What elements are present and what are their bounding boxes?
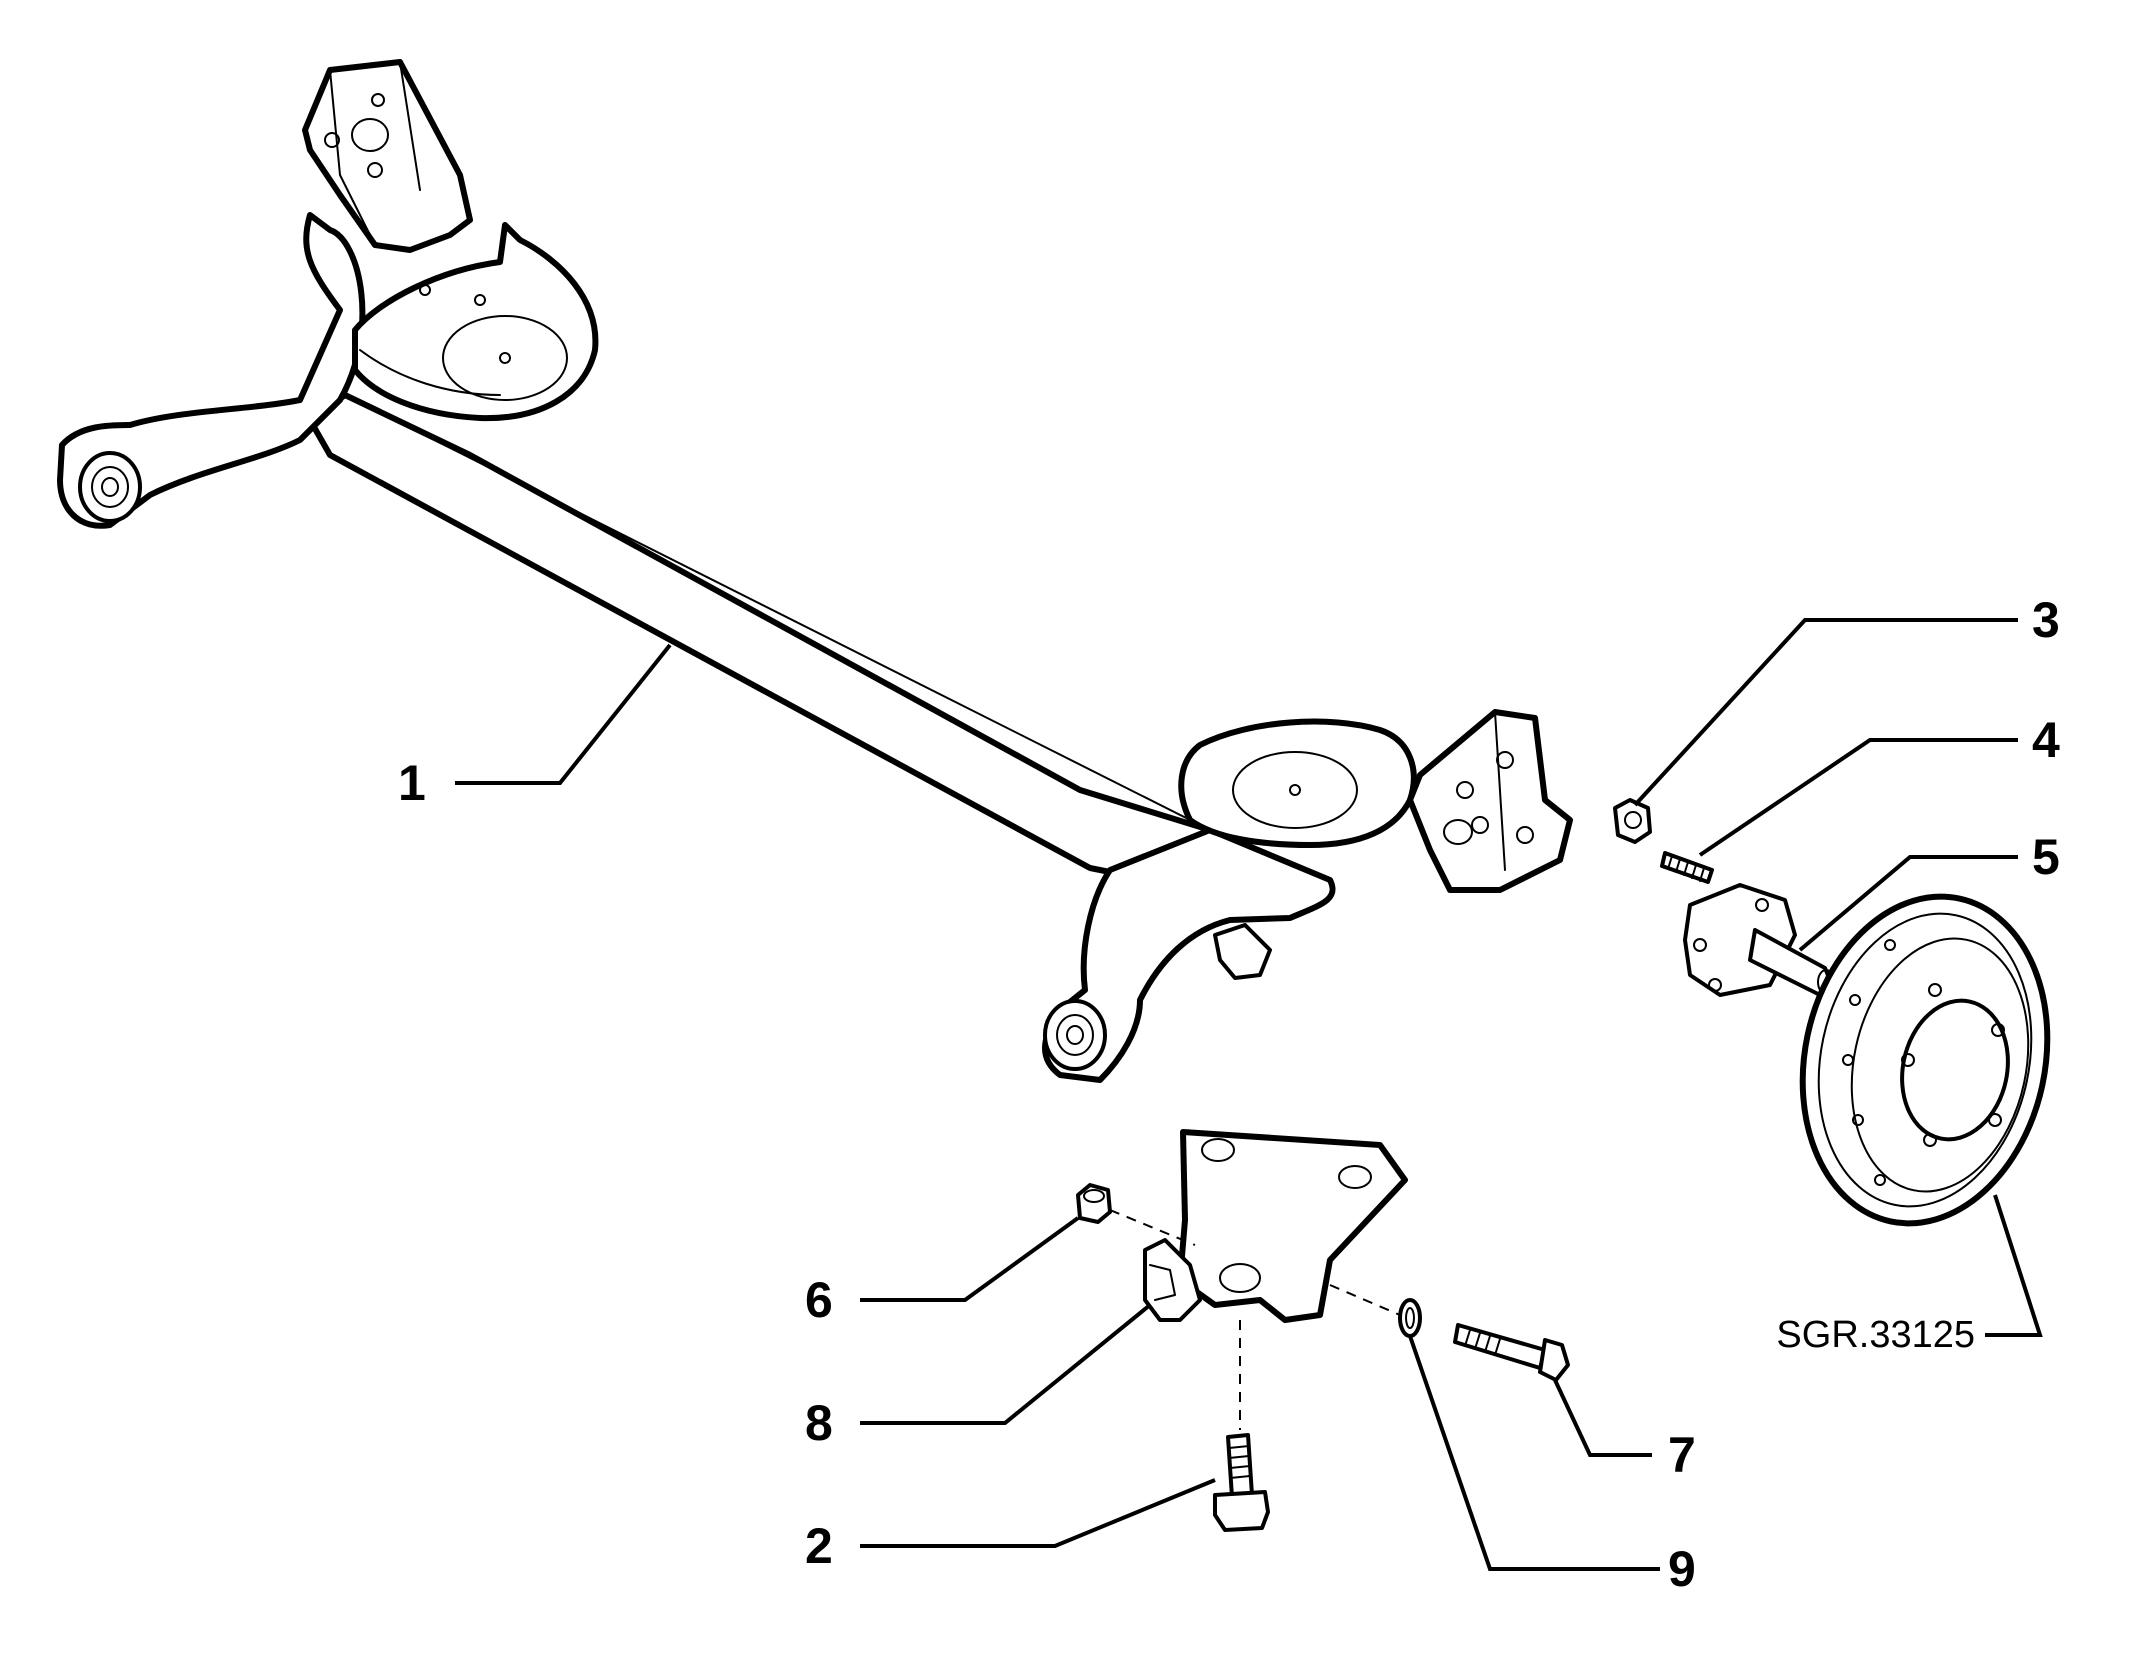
- rear-axle-beam: [57, 59, 1573, 1083]
- brake-drum: [1799, 893, 2051, 1227]
- bolt: [1453, 1323, 1570, 1382]
- small-nut: [1076, 1183, 1112, 1224]
- nut: [1613, 798, 1652, 844]
- callout-4: 4: [2032, 712, 2060, 768]
- callout-8: 8: [805, 1395, 833, 1451]
- stud: [1660, 851, 1714, 884]
- callout-2: 2: [805, 1518, 833, 1574]
- right-mounting-bracket: [1407, 709, 1573, 893]
- callout-9: 9: [1668, 1541, 1696, 1597]
- callout-6: 6: [805, 1272, 833, 1328]
- washer: [1398, 1298, 1422, 1338]
- left-bushing: [78, 451, 142, 523]
- screw: [1213, 1433, 1270, 1532]
- left-mounting-bracket: [302, 59, 486, 306]
- bracket-plate: [1143, 1129, 1408, 1323]
- callout-7: 7: [1668, 1427, 1696, 1483]
- stub-axle: [1683, 883, 1835, 997]
- reference-code: SGR.33125: [1776, 1314, 1975, 1356]
- leader-lines: [455, 618, 2043, 1571]
- callout-labels: 1 2 3 4 5 6 7 8 9 SGR.33125: [398, 592, 2060, 1597]
- callout-5: 5: [2032, 829, 2060, 885]
- callout-3: 3: [2032, 592, 2060, 648]
- callout-1: 1: [398, 755, 426, 811]
- right-bushing: [1043, 999, 1107, 1071]
- assembly-lines: [1109, 1209, 1401, 1430]
